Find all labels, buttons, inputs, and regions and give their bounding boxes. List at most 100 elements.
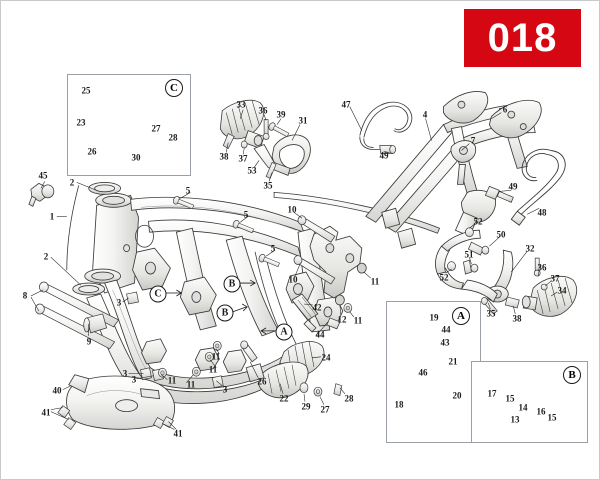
part-35-rod	[273, 191, 441, 234]
part-label-3: 3	[116, 297, 122, 308]
part-label-37: 37	[550, 273, 560, 284]
part-51-bolt	[463, 259, 479, 275]
head-tube-group	[72, 181, 139, 296]
part-label-15: 15	[547, 412, 557, 423]
inset-mark-c: C	[165, 79, 183, 97]
part-label-44: 44	[315, 329, 325, 340]
part-label-26: 26	[257, 376, 267, 387]
part-12-linkage	[309, 225, 367, 306]
part-label-40: 40	[52, 385, 62, 396]
part-label-31: 31	[298, 115, 308, 126]
part-36-pin	[262, 119, 270, 140]
part-label-2: 2	[43, 251, 49, 262]
part-label-1: 1	[49, 211, 55, 222]
part-label-36: 36	[258, 105, 268, 116]
part-label-28: 28	[344, 393, 354, 404]
part-label-3: 3	[222, 384, 228, 395]
part-label-27: 27	[151, 123, 161, 134]
part-label-27: 27	[320, 404, 330, 415]
part-label-35: 35	[263, 180, 273, 191]
part-label-5: 5	[185, 185, 191, 196]
part-50-bolt	[467, 241, 490, 256]
part-41-bolts	[57, 405, 174, 431]
part-label-13: 13	[510, 414, 520, 425]
part-label-28: 28	[168, 132, 178, 143]
part-label-2: 2	[69, 177, 75, 188]
part-1-reference	[66, 185, 80, 271]
part-label-44: 44	[441, 324, 451, 335]
part-label-16: 16	[536, 406, 546, 417]
part-label-12: 12	[337, 314, 347, 325]
part-label-41: 41	[173, 428, 183, 439]
part-53-bracket	[253, 144, 291, 176]
part-52-bolts	[447, 227, 474, 271]
part-label-9: 9	[86, 336, 92, 347]
part-45-lock	[28, 182, 55, 207]
leader-lines	[30, 90, 558, 430]
part-label-22: 22	[279, 393, 289, 404]
part-label-36: 36	[537, 262, 547, 273]
part-39-bolt	[267, 121, 291, 139]
part-49-fitting	[379, 145, 397, 154]
part-label-38: 38	[219, 151, 229, 162]
part-label-48: 48	[537, 207, 547, 218]
part-label-39: 39	[276, 109, 286, 120]
part-label-11: 11	[370, 276, 380, 287]
part-22-footpeg	[245, 361, 309, 399]
part-label-18: 18	[394, 399, 404, 410]
part-label-11: 11	[353, 315, 363, 326]
part-label-24: 24	[321, 352, 331, 363]
part-label-34: 34	[557, 285, 567, 296]
part-label-14: 14	[518, 402, 528, 413]
part-label-21: 21	[448, 356, 458, 367]
part-label-7: 7	[470, 135, 476, 146]
part-label-33: 33	[236, 99, 246, 110]
part-label-11: 11	[211, 351, 221, 362]
part-label-38: 38	[512, 313, 522, 324]
part-48-grab-handle	[510, 148, 566, 226]
page-number-badge: 018	[464, 9, 581, 67]
part-label-23: 23	[76, 117, 86, 128]
inset-mark-b: B	[563, 366, 581, 384]
inset-box-a	[386, 301, 481, 443]
rear-subframe	[365, 91, 542, 249]
part-label-8: 8	[22, 290, 28, 301]
part-label-3: 3	[131, 374, 137, 385]
part-37-pin	[240, 140, 248, 149]
part-44-bolt-main	[326, 317, 341, 330]
part-label-25: 25	[81, 85, 91, 96]
part-label-29: 29	[301, 401, 311, 412]
part-9-spacer	[83, 313, 108, 334]
part-label-32: 32	[525, 243, 535, 254]
part-label-17: 17	[487, 388, 497, 399]
part-label-11: 11	[186, 379, 196, 390]
part-47-hose	[359, 101, 413, 150]
part-label-3: 3	[122, 368, 128, 379]
part-label-52: 52	[439, 272, 449, 283]
part-label-52: 52	[473, 216, 483, 227]
part-26-pin	[240, 340, 258, 363]
part-label-20: 20	[452, 390, 462, 401]
callout-mark-b: B	[223, 275, 241, 293]
part-label-42: 42	[312, 302, 322, 313]
part-label-46: 46	[418, 367, 428, 378]
part-label-6: 6	[502, 104, 508, 115]
part-label-45: 45	[38, 170, 48, 181]
part-10-bolts	[293, 215, 336, 285]
callout-mark-c: C	[149, 285, 167, 303]
part-label-53: 53	[247, 165, 257, 176]
part-label-49: 49	[379, 150, 389, 161]
part-label-10: 10	[288, 274, 298, 285]
part-label-10: 10	[287, 204, 297, 215]
part-35-pedal-pin	[481, 297, 498, 315]
callout-mark-b: B	[216, 304, 234, 322]
part-label-37: 37	[238, 153, 248, 164]
part-label-11: 11	[167, 375, 177, 386]
part-label-5: 5	[243, 209, 249, 220]
part-29-27-28-hardware	[299, 382, 343, 397]
callout-mark-a: A	[275, 323, 293, 341]
part-label-35: 35	[486, 308, 496, 319]
part-label-41: 41	[41, 407, 51, 418]
main-frame-assembly	[72, 181, 344, 404]
